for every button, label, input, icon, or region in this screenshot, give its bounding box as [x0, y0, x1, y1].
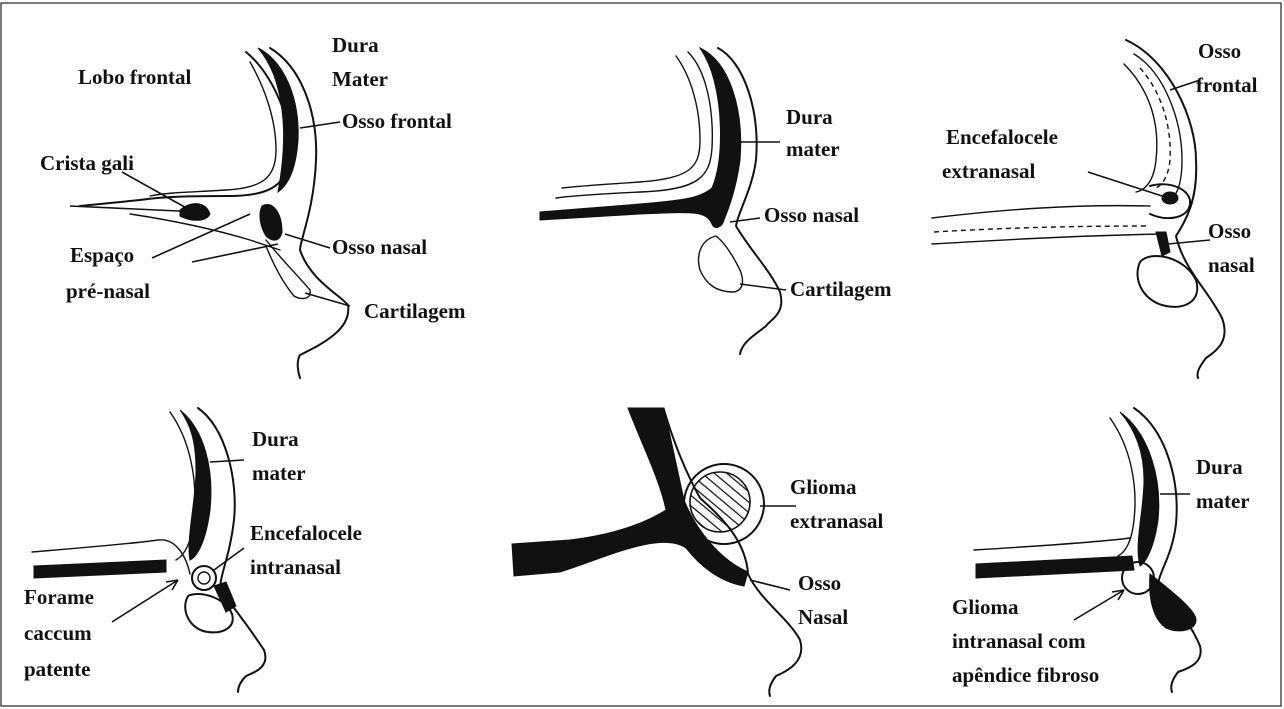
- panel-intranasal-encephalocele: Dura mater Encefalocele intranasal Foram…: [24, 408, 362, 692]
- panel-normal-adult: Dura mater Osso nasal Cartilagem: [540, 48, 892, 354]
- leader-arrow: [1074, 590, 1124, 620]
- frontal-bone-outer: [1134, 54, 1182, 200]
- label-lobo-frontal: Lobo frontal: [78, 65, 192, 89]
- label-caccum: caccum: [24, 621, 92, 645]
- dura-outline: [1110, 418, 1135, 556]
- leader-line: [1168, 240, 1210, 244]
- frontal-bone-shape: [180, 410, 211, 560]
- label-osso: Osso: [1198, 39, 1241, 63]
- panel-intranasal-glioma: Dura mater Glioma intranasal com apêndic…: [952, 408, 1250, 692]
- leader-line: [740, 284, 786, 290]
- label-mater: mater: [252, 461, 306, 485]
- label-dura: Dura: [1196, 455, 1243, 479]
- brain-outline: [562, 56, 700, 188]
- label-pre-nasal: pré-nasal: [66, 279, 150, 303]
- nasal-bone-shape: [214, 582, 236, 612]
- panel-extranasal-encephalocele: Osso frontal Encefalocele extranasal Oss…: [932, 39, 1258, 378]
- encephalocele-core: [198, 572, 210, 584]
- label-mater: mater: [1196, 489, 1250, 513]
- label-dura: Dura: [252, 427, 299, 451]
- frontal-bone-shape: [540, 48, 741, 227]
- label-osso-nasal-1: Osso: [1208, 219, 1251, 243]
- label-osso-nasal-2: nasal: [1208, 253, 1255, 277]
- label-frontal: frontal: [1196, 73, 1258, 97]
- label-cartilagem: Cartilagem: [790, 277, 892, 301]
- frontal-bone-shape: [1120, 412, 1159, 566]
- cribriform-plate-bottom: [932, 234, 1160, 244]
- label-crista-gali: Crista gali: [40, 151, 134, 175]
- leader-line: [210, 460, 244, 462]
- label-intranasal: intranasal: [250, 555, 341, 579]
- leader-arrow: [112, 580, 178, 622]
- cribriform-plate-middle: [934, 226, 1146, 232]
- label-encefalocele: Encefalocele: [946, 125, 1058, 149]
- cartilage-outline: [266, 240, 310, 298]
- label-osso: Osso: [798, 571, 841, 595]
- label-glioma: Glioma: [952, 595, 1019, 619]
- fibrous-appendage: [1150, 574, 1196, 631]
- label-dura: Dura: [786, 105, 833, 129]
- glioma-nodule: [1122, 562, 1154, 594]
- label-patente: patente: [24, 657, 91, 681]
- label-intranasal-com: intranasal com: [952, 629, 1086, 653]
- cribriform-plate-top: [932, 206, 1150, 218]
- label-mater: Mater: [332, 67, 388, 91]
- leader-line: [730, 218, 760, 222]
- label-osso-nasal: Osso nasal: [764, 203, 859, 227]
- label-mater: mater: [786, 137, 840, 161]
- cartilage-outline: [699, 236, 743, 292]
- label-apendice-fibroso: apêndice fibroso: [952, 663, 1099, 687]
- leader-line: [1088, 172, 1162, 196]
- label-espaco: Espaço: [70, 243, 134, 267]
- panel-extranasal-glioma: Glioma extranasal Osso Nasal: [512, 408, 883, 696]
- label-osso-nasal: Osso nasal: [332, 235, 427, 259]
- nasal-floor-line: [130, 214, 280, 250]
- cribriform-plate: [34, 560, 166, 578]
- label-nasal: Nasal: [798, 605, 848, 629]
- label-forame: Forame: [24, 585, 94, 609]
- figure-border: [1, 3, 1281, 706]
- label-dura: Dura: [332, 33, 379, 57]
- turbinate-outline: [1138, 256, 1198, 307]
- label-cartilagem: Cartilagem: [364, 299, 466, 323]
- dura-outline: [170, 412, 195, 560]
- label-extranasal: extranasal: [942, 159, 1035, 183]
- nasal-bone-shape: [260, 204, 282, 240]
- encephalocele-sac: [192, 566, 216, 590]
- label-glioma: Glioma: [790, 475, 857, 499]
- leader-line: [192, 244, 278, 262]
- glioma-mass: [690, 472, 750, 532]
- label-extranasal: extranasal: [790, 509, 883, 533]
- leader-line: [122, 172, 190, 210]
- cribriform-outline: [974, 538, 1130, 550]
- leader-line: [300, 122, 340, 128]
- panel-normal-anatomy: Dura Mater Lobo frontal Osso frontal Cri…: [40, 33, 466, 378]
- label-osso-frontal: Osso frontal: [342, 109, 452, 133]
- label-encefalocele: Encefalocele: [250, 521, 362, 545]
- encephalocele-core: [1162, 192, 1178, 204]
- dura-outline: [556, 52, 712, 198]
- nasal-bone-shape: [1156, 232, 1170, 256]
- leader-line: [285, 234, 330, 248]
- cribriform-plate: [976, 556, 1134, 578]
- skin-outline: [664, 410, 801, 696]
